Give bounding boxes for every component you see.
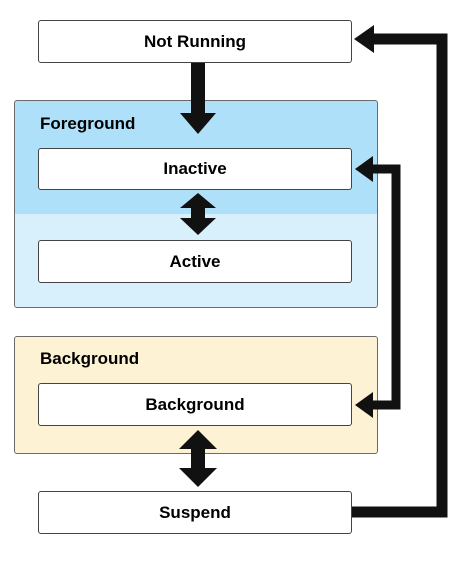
arrow-inactive-active xyxy=(180,193,216,235)
arrow-background-suspend xyxy=(179,430,217,487)
arrowhead-to-background xyxy=(355,392,373,418)
arrow-inactive-background xyxy=(372,164,401,410)
arrowhead-to-not-running xyxy=(354,25,374,53)
state-inactive: Inactive xyxy=(38,148,352,190)
state-suspend: Suspend xyxy=(38,491,352,534)
foreground-group-label: Foreground xyxy=(40,114,136,133)
background-group-label: Background xyxy=(40,349,140,368)
arrow-suspend-to-not-running xyxy=(352,33,448,518)
state-not-running: Not Running xyxy=(38,20,352,63)
arrow-not-running-to-inactive xyxy=(180,63,216,134)
arrowhead-to-inactive xyxy=(355,156,373,182)
state-active: Active xyxy=(38,240,352,283)
state-background: Background xyxy=(38,383,352,426)
